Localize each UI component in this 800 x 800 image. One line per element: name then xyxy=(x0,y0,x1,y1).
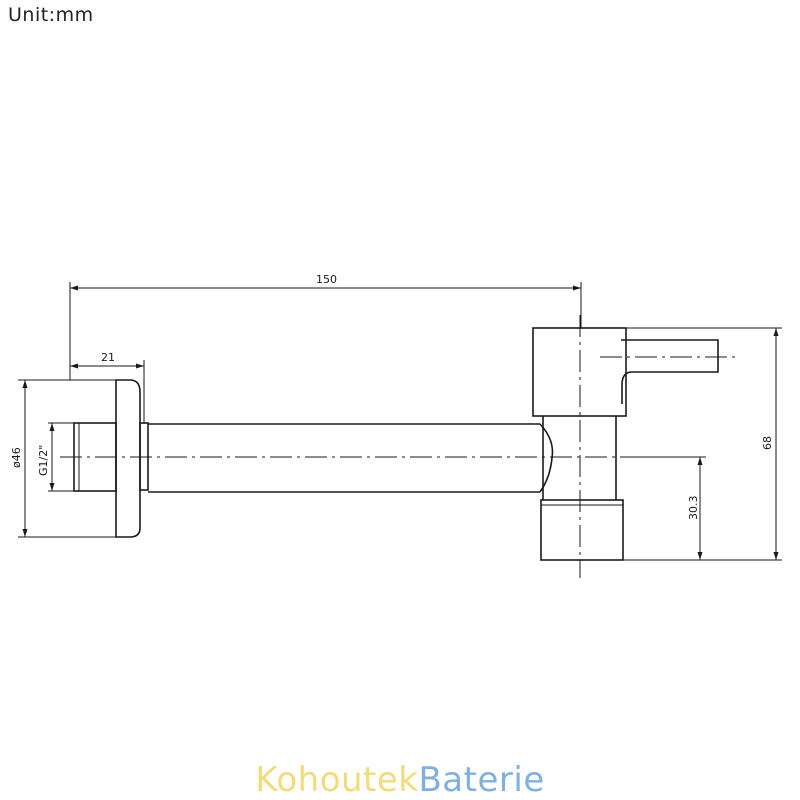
brand-logo: KohoutekBaterie xyxy=(0,760,800,800)
wall-flange xyxy=(115,379,141,538)
lever-handle xyxy=(621,339,719,404)
valve-body xyxy=(532,327,627,561)
dimension-thread-label: G1/2" xyxy=(37,445,50,476)
dimension-21-label: 21 xyxy=(101,351,115,364)
dimension-30-3-label: 30.3 xyxy=(687,496,700,521)
dimension-150 xyxy=(69,282,582,380)
dimension-68-label: 68 xyxy=(761,436,774,450)
dimension-68 xyxy=(623,327,782,561)
brand-part-2: Baterie xyxy=(418,760,545,800)
dimension-diameter-label: ø46 xyxy=(10,447,23,468)
unit-label: Unit:mm xyxy=(8,4,94,26)
dimension-150-label: 150 xyxy=(316,273,337,286)
dimension-thread xyxy=(48,422,74,492)
dimension-diameter xyxy=(18,379,124,538)
dimension-21 xyxy=(70,360,145,423)
pipe xyxy=(148,423,554,493)
brand-part-1: Kohoutek xyxy=(255,760,419,800)
